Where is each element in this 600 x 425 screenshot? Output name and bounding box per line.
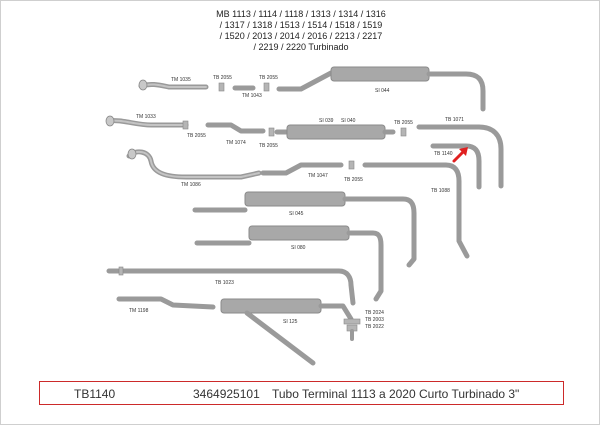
- label-tb1071: TB 1071: [445, 117, 464, 123]
- part-tm1074[interactable]: [205, 122, 266, 134]
- label-tm1033: TM 1033: [136, 114, 156, 120]
- title-line: / 1317 / 1318 / 1513 / 1514 / 1518 / 151…: [219, 20, 383, 30]
- clamp-tb2055[interactable]: [268, 127, 275, 137]
- part-si080[interactable]: [194, 225, 384, 302]
- clamp-set[interactable]: [343, 318, 361, 341]
- clamp-tb2055[interactable]: [348, 160, 355, 170]
- label-tb2055: TB 2055: [344, 177, 363, 183]
- part-tb1071[interactable]: [416, 124, 504, 189]
- part-tm1086[interactable]: [126, 148, 262, 180]
- title-line: / 2219 / 2220 Turbinado: [253, 42, 349, 52]
- label-tm1074: TM 1074: [226, 140, 246, 146]
- label-si125: SI 125: [283, 319, 298, 325]
- part-si039-si040[interactable]: [274, 124, 396, 140]
- label-tb1023: TB 1023: [215, 280, 234, 286]
- label-tb1088: TB 1088: [431, 188, 450, 194]
- part-tm1198[interactable]: [116, 296, 216, 310]
- label-si045: SI 045: [289, 211, 304, 217]
- part-code: TB1140: [74, 387, 116, 401]
- label-tb2055: TB 2055: [394, 120, 413, 126]
- label-tb2055: TB 2055: [259, 75, 278, 81]
- label-si044: SI 044: [375, 88, 390, 94]
- label-tm1047: TM 1047: [308, 173, 328, 179]
- highlight-arrow-icon: [452, 147, 468, 163]
- part-info-bar: TB1140 3464925101 Tubo Terminal 1113 a 2…: [39, 381, 564, 405]
- part-tb1088[interactable]: [362, 162, 470, 259]
- label-tb2055: TB 2055: [213, 75, 232, 81]
- title-line: MB 1113 / 1114 / 1118 / 1313 / 1314 / 13…: [216, 9, 386, 19]
- part-tm1033[interactable]: [105, 115, 189, 128]
- part-tb1023[interactable]: [106, 266, 356, 306]
- clamp-tb2055[interactable]: [182, 120, 189, 130]
- label-tb2003: TB 2003: [365, 317, 384, 323]
- label-tm1035: TM 1035: [171, 77, 191, 83]
- part-si044[interactable]: [276, 66, 486, 112]
- part-description: Tubo Terminal 1113 a 2020 Curto Turbinad…: [272, 387, 520, 401]
- label-si040: SI 040: [341, 118, 356, 124]
- part-number: 3464925101: [193, 387, 260, 401]
- label-tm1086: TM 1086: [181, 182, 201, 188]
- label-tb2055: TB 2055: [259, 143, 278, 149]
- model-list-title: MB 1113 / 1114 / 1118 / 1313 / 1314 / 13…: [151, 9, 451, 53]
- part-tb1140[interactable]: [430, 143, 482, 190]
- exhaust-parts-diagram: TM 1035 TB 2055 TM 1043 TB 2055 SI 044 T…: [105, 66, 504, 366]
- part-tm1047[interactable]: [260, 162, 344, 176]
- title-line: / 1520 / 2013 / 2014 / 2016 / 2213 / 221…: [219, 31, 383, 41]
- part-si045[interactable]: [192, 191, 417, 268]
- clamp-tb2055[interactable]: [218, 82, 225, 92]
- label-tb2022: TB 2022: [365, 324, 384, 330]
- label-si080: SI 080: [291, 245, 306, 251]
- clamp-tb2055[interactable]: [263, 82, 270, 92]
- label-si039: SI 039: [319, 118, 334, 124]
- label-tm1198: TM 1198: [129, 308, 149, 314]
- label-tm1043: TM 1043: [242, 93, 262, 99]
- clamp-tb2055[interactable]: [400, 127, 407, 137]
- label-tb1140: TB 1140: [434, 151, 453, 157]
- part-tm1035[interactable]: [138, 79, 209, 91]
- label-tb2024: TB 2024: [365, 310, 384, 316]
- part-si125[interactable]: [220, 298, 354, 366]
- label-tb2055: TB 2055: [187, 133, 206, 139]
